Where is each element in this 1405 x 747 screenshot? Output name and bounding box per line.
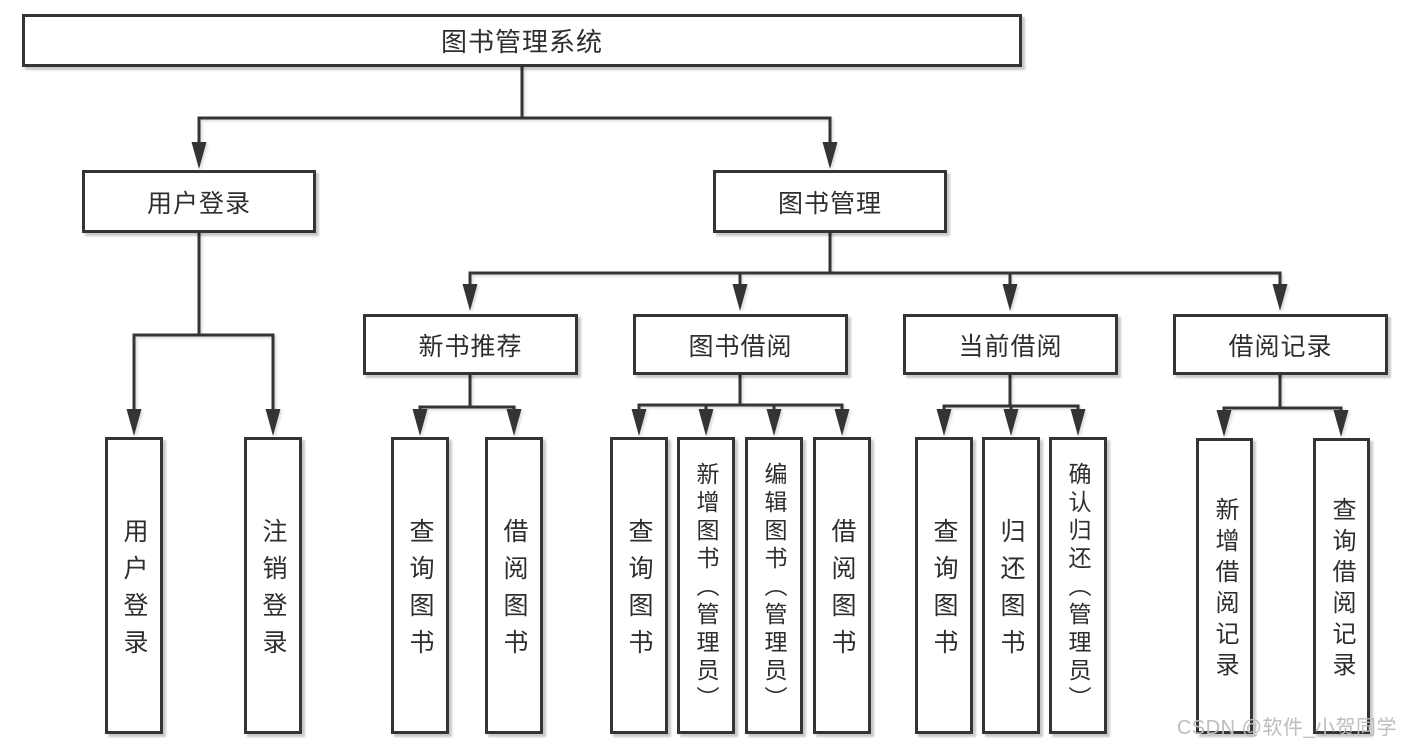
node-book-borrow: 图书借阅 xyxy=(633,314,848,375)
leaf-current-query-book: 查询图书 xyxy=(915,437,973,734)
node-current-borrow: 当前借阅 xyxy=(903,314,1118,375)
node-new-book-recommend: 新书推荐 xyxy=(363,314,578,375)
leaf-logout: 注销登录 xyxy=(244,437,302,734)
node-user-login: 用户登录 xyxy=(82,170,316,233)
leaf-add-borrow-record: 新增借阅记录 xyxy=(1196,438,1253,734)
leaf-recommend-borrow-book: 借阅图书 xyxy=(485,437,543,734)
leaf-edit-book-admin: 编辑图书（管理员） xyxy=(745,437,803,734)
leaf-borrow-query-book: 查询图书 xyxy=(610,437,668,734)
node-borrow-records: 借阅记录 xyxy=(1173,314,1388,375)
leaf-user-login: 用户登录 xyxy=(105,437,163,734)
leaf-query-borrow-record: 查询借阅记录 xyxy=(1313,438,1370,734)
leaf-confirm-return-admin: 确认归还（管理员） xyxy=(1049,437,1107,734)
leaf-borrow-borrow-book: 借阅图书 xyxy=(813,437,871,734)
leaf-add-book-admin: 新增图书（管理员） xyxy=(677,437,735,734)
node-book-management: 图书管理 xyxy=(713,170,947,233)
node-root: 图书管理系统 xyxy=(22,14,1022,67)
leaf-recommend-query-book: 查询图书 xyxy=(391,437,449,734)
csdn-watermark: CSDN @软件_小贺同学 xyxy=(1176,717,1397,739)
leaf-return-book: 归还图书 xyxy=(982,437,1040,734)
